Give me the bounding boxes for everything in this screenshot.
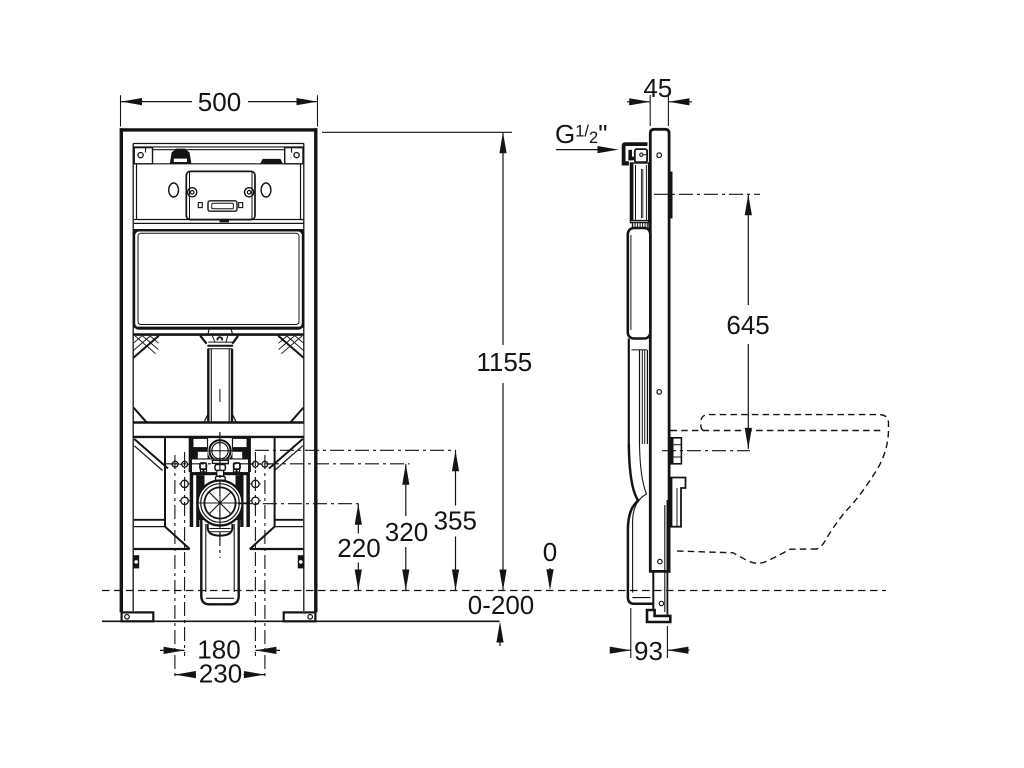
svg-text:180: 180: [197, 635, 240, 665]
svg-text:500: 500: [198, 87, 241, 117]
svg-text:320: 320: [385, 517, 428, 547]
svg-text:0: 0: [543, 537, 557, 567]
svg-text:45: 45: [643, 73, 672, 103]
svg-text:230: 230: [199, 659, 242, 689]
svg-text:355: 355: [434, 506, 477, 536]
svg-text:93: 93: [634, 636, 663, 666]
svg-text:0-200: 0-200: [468, 590, 535, 620]
svg-text:645: 645: [726, 310, 769, 340]
svg-text:220: 220: [337, 533, 380, 563]
svg-text:1155: 1155: [476, 347, 532, 377]
